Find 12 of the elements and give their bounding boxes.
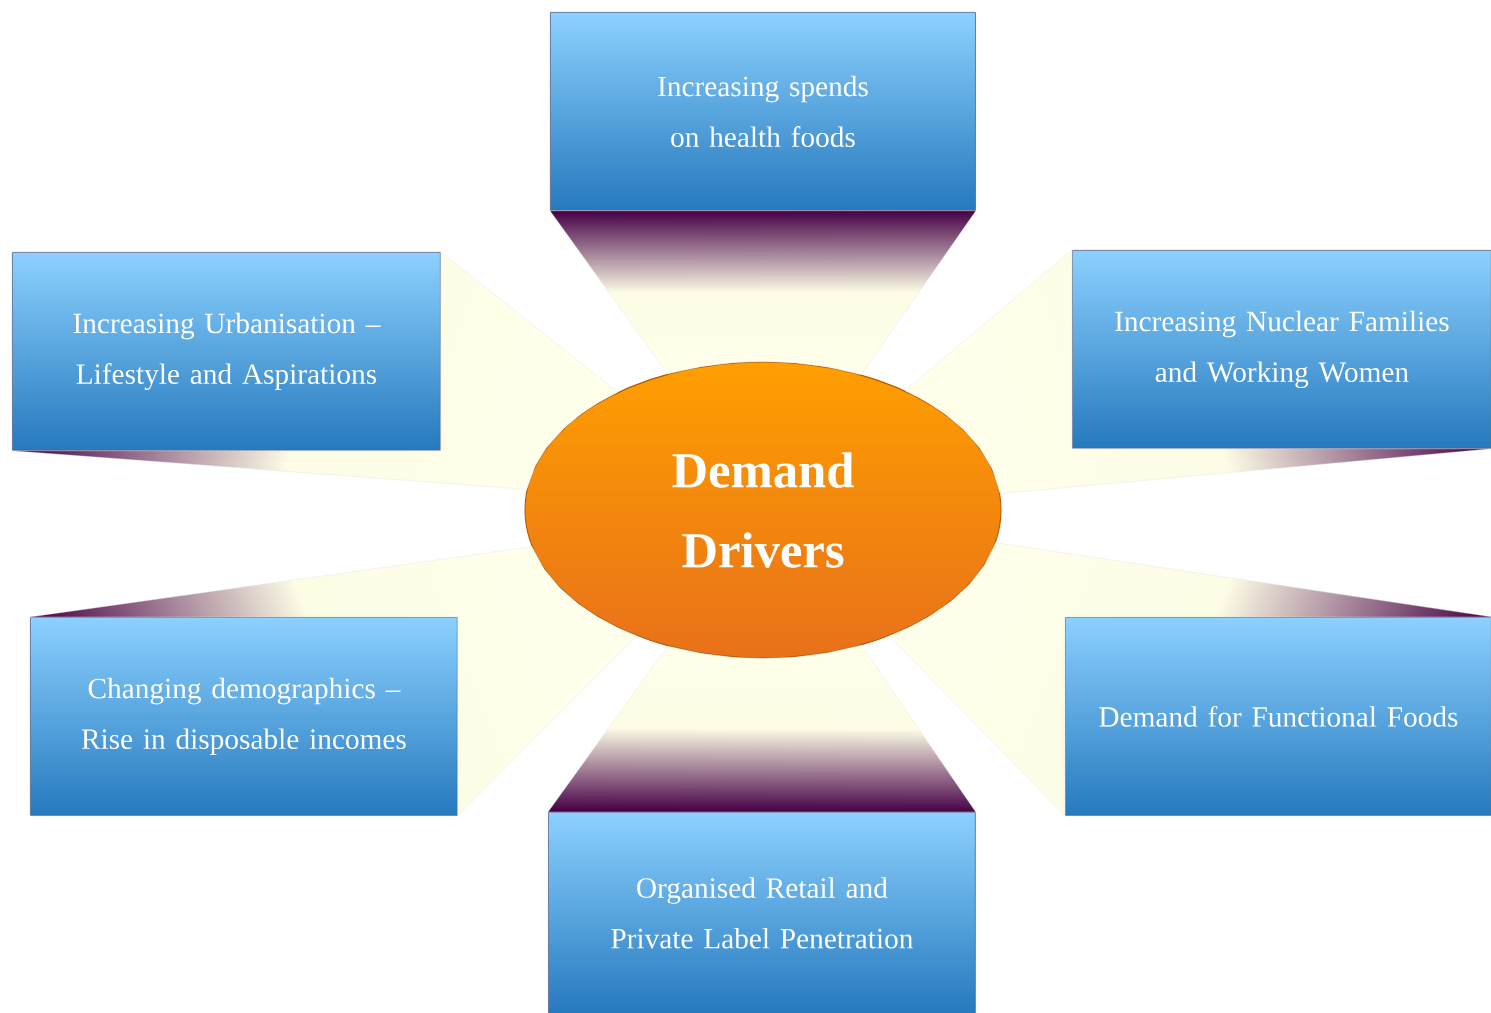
connector-wedge — [29, 546, 638, 816]
driver-box: Changing demographics – Rise in disposable incomes — [30, 617, 458, 816]
driver-box: Increasing spends on health foods — [550, 12, 976, 211]
driver-box: Organised Retail and Private Label Penetration — [548, 812, 976, 1013]
driver-box: Demand for Functional Foods — [1065, 617, 1491, 816]
connector-wedge — [547, 645, 976, 813]
connector-wedge — [11, 251, 618, 490]
driver-box: Increasing Nuclear Families and Working Women — [1072, 250, 1491, 449]
connector-wedge — [549, 210, 977, 375]
connector-wedge — [904, 249, 1491, 494]
driver-box: Increasing Urbanisation – Lifestyle and Aspirations — [12, 252, 441, 451]
connector-wedge — [888, 542, 1491, 816]
